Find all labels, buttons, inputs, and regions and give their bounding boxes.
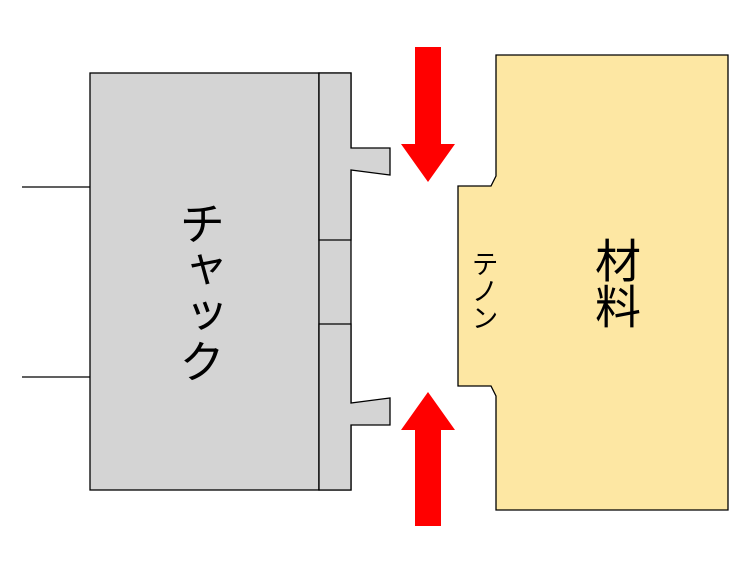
material-block — [457, 54, 729, 511]
chuck-label: チャック — [172, 200, 226, 384]
material-label: 材料 — [588, 237, 642, 329]
chuck-body — [89, 72, 320, 491]
arrow-down-icon — [401, 47, 455, 182]
tenon-label: テノン — [467, 250, 498, 331]
chuck-jaw-upper — [318, 72, 391, 241]
arrow-up-icon — [401, 392, 455, 526]
chuck-jaw-lower — [318, 323, 391, 491]
